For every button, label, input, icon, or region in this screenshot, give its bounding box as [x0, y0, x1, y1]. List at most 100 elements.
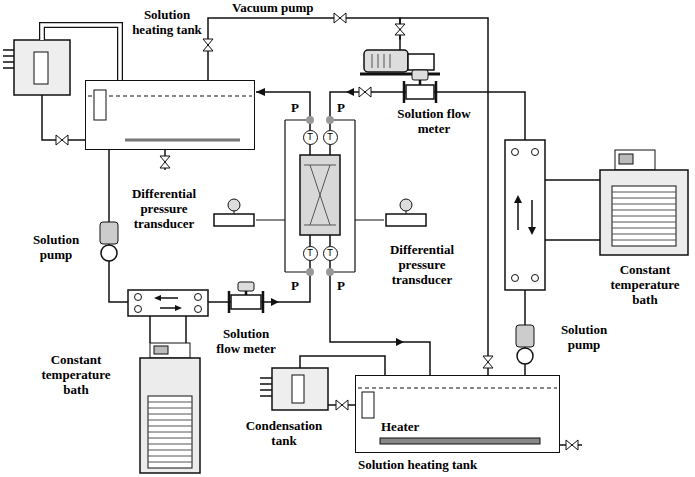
pressure-label: P [291, 278, 299, 293]
pipe-connector [208, 301, 225, 303]
vacuum-pump: Vacuum pump [360, 40, 440, 76]
vapour-pipe [42, 25, 120, 80]
port [135, 294, 142, 301]
pressure-tap [306, 268, 314, 276]
pipe-connector [400, 18, 488, 375]
valve-symbol [160, 156, 170, 168]
transducer-head [228, 199, 240, 211]
flow-direction [518, 200, 532, 230]
plate-pattern [304, 165, 336, 225]
bath-hose [545, 180, 600, 240]
bath-grille [148, 402, 192, 462]
temperature-label: T [303, 130, 318, 145]
pump-inlet [399, 40, 401, 50]
bath-display [619, 154, 633, 164]
port [512, 149, 519, 156]
bath-body [140, 358, 200, 473]
valve-symbol [395, 24, 405, 35]
component-label: Solution flow meter [210, 326, 282, 356]
bath-hose [150, 316, 186, 343]
sight-glass [94, 90, 106, 120]
bath-grille [612, 186, 676, 246]
component-label: Solution flow meter [395, 106, 473, 136]
condensation-tank: Condensation tank [268, 362, 330, 412]
port [195, 306, 202, 313]
component-label: Solution heating tank [358, 457, 477, 472]
pipe-connector [109, 262, 128, 302]
pressure-tap [326, 116, 334, 124]
valve-symbol [359, 87, 371, 97]
pump-motor [100, 222, 118, 244]
bath-grille [612, 192, 676, 240]
pressure-transducer: Differential pressure transducer [384, 200, 428, 238]
component-label: Solution pump [548, 322, 620, 352]
liquid-level [88, 96, 252, 97]
valve-symbol [566, 440, 578, 450]
vacuum-pump-head [408, 54, 434, 70]
heating-tank: Solution heating tank [85, 80, 255, 150]
valve-symbol [483, 356, 493, 368]
flow-meter-head [238, 282, 254, 291]
temperature-label: T [323, 246, 338, 261]
flow-arrow [175, 305, 182, 311]
heater-rod [125, 139, 240, 142]
motor-fins [372, 54, 390, 68]
cooling-coil [260, 378, 272, 396]
return-pipe [42, 95, 85, 140]
vapour-pipe [42, 25, 120, 80]
bath-controller [615, 150, 655, 170]
pressure-label: P [337, 100, 345, 115]
port [195, 294, 202, 301]
flow-arrow [346, 88, 354, 96]
flow-meter-body [406, 85, 434, 99]
transducer-body [214, 214, 254, 226]
valve-symbol [336, 400, 348, 410]
constant-temperature-bath: Constant temperature bath [505, 140, 690, 290]
sight-glass [292, 375, 304, 403]
component-label: Constant temperature bath [600, 262, 690, 307]
pipe-connector [108, 150, 110, 222]
pressure-label: P [291, 100, 299, 115]
component-label: Solution heating tank [131, 7, 203, 37]
flow-arrow [514, 195, 522, 203]
bath-controller [150, 343, 190, 358]
pump-volute [517, 348, 533, 364]
plate-heat-exchanger [300, 155, 340, 235]
flow-arrow [396, 338, 404, 346]
flow-meter: Solution flow meter [400, 68, 440, 102]
pressure-tap [326, 268, 334, 276]
bath-display [154, 346, 168, 354]
port [532, 149, 539, 156]
flow-meter-head [412, 70, 428, 80]
condenser-body [14, 40, 70, 95]
valve-symbol [56, 135, 68, 145]
component-label: Differential pressure transducer [378, 242, 466, 287]
pressure-transducer: Differential pressure transducer [212, 200, 256, 238]
valve-symbol [334, 13, 346, 23]
transducer-head [400, 199, 412, 211]
flow-meter: Solution flow meter [225, 282, 267, 322]
flow-arrow [528, 227, 536, 235]
solution-pump: Solution pump [96, 222, 122, 262]
heater-label: Heater [381, 419, 419, 434]
component-label: Differential pressure transducer [120, 186, 208, 231]
liquid-level [358, 388, 557, 389]
pipe-connector [524, 290, 526, 325]
flow-meter-body [231, 295, 261, 309]
pump-motor [516, 325, 534, 347]
vacuum-pump-motor [364, 50, 408, 72]
heater-rod [380, 438, 540, 444]
flow-arrow [256, 88, 265, 96]
component-label: Vacuum pump [232, 0, 314, 15]
condenser-nozzle [300, 362, 330, 405]
cooling-coil [3, 50, 14, 68]
port [512, 275, 519, 282]
bath-heat-exchanger [128, 290, 208, 316]
component-label: Constant temperature bath [28, 352, 124, 397]
meter-flange [229, 291, 263, 313]
solution-pump: Solution pump [512, 325, 538, 365]
return-line [330, 92, 430, 375]
constant-temperature-bath: Constant temperature bath [128, 288, 208, 474]
